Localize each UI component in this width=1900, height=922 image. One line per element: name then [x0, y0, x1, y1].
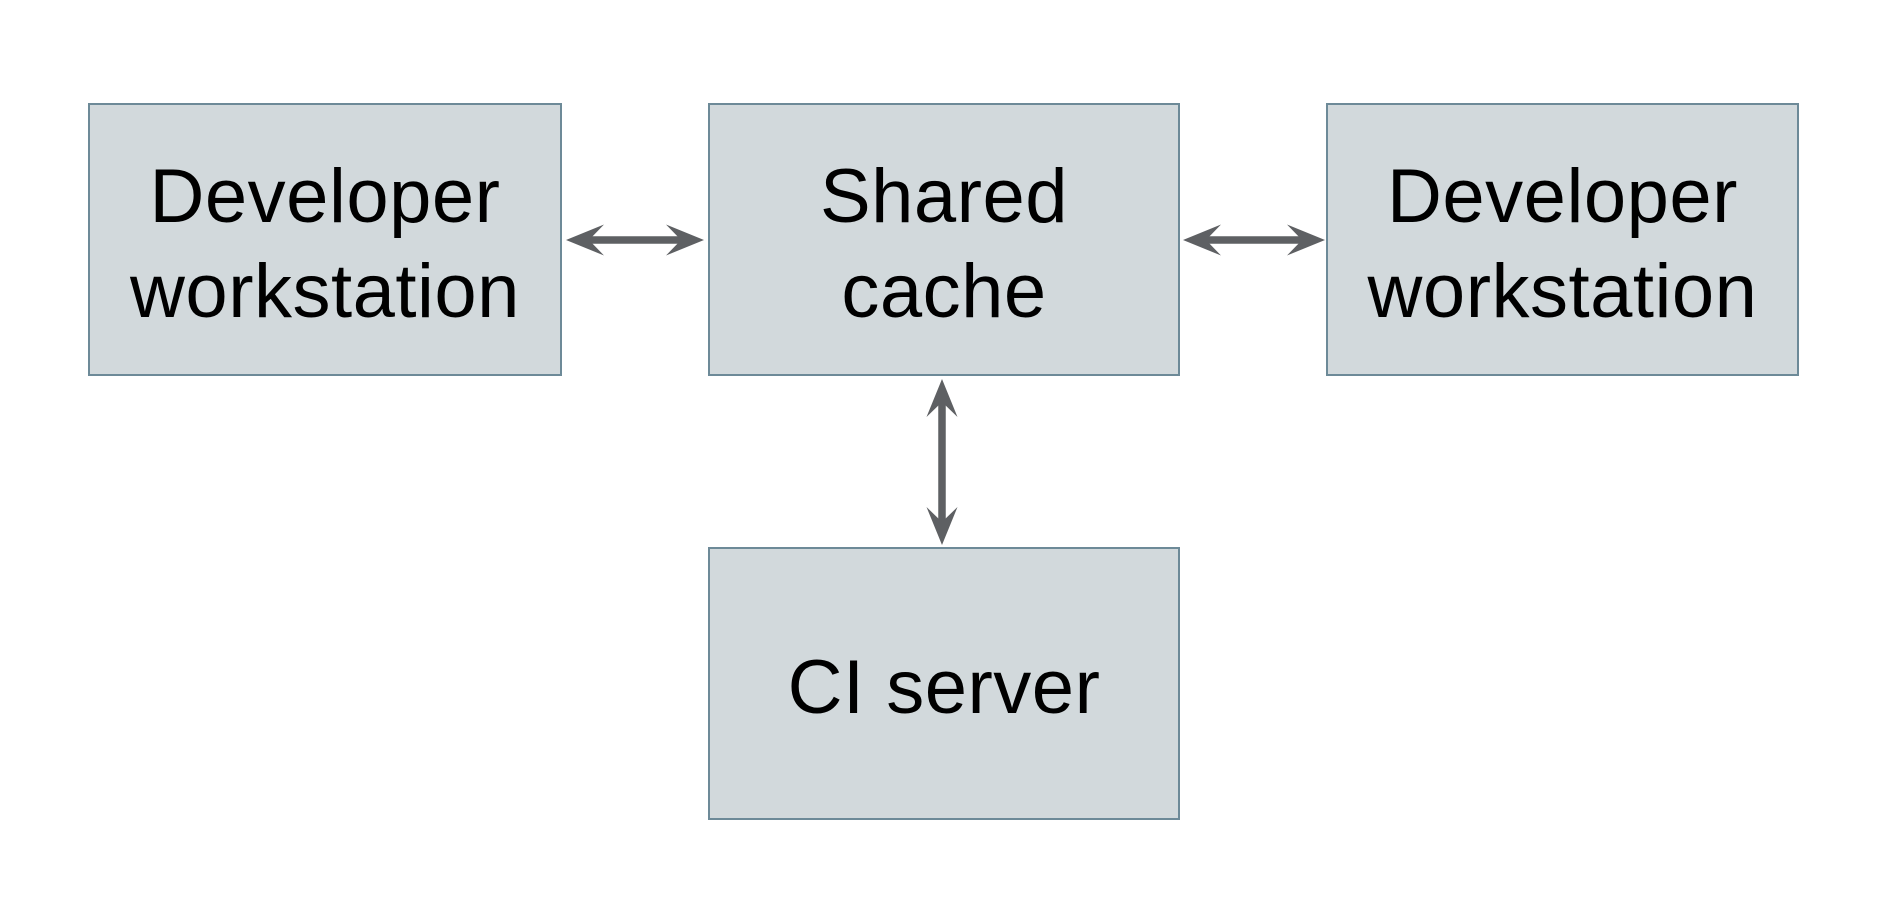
node-shared-cache: Shared cache	[708, 103, 1180, 376]
node-ci-server-label: CI server	[787, 645, 1101, 730]
node-shared-cache-label: Shared cache	[819, 153, 1069, 334]
node-developer-workstation-left-label: Developer workstation	[130, 153, 520, 334]
node-developer-workstation-right-label: Developer workstation	[1367, 153, 1758, 334]
bidirectional-arrow-cache-devright	[1183, 224, 1325, 256]
node-developer-workstation-right: Developer workstation	[1326, 103, 1799, 376]
bidirectional-arrow-devleft-cache	[566, 224, 704, 256]
node-developer-workstation-left: Developer workstation	[88, 103, 562, 376]
node-ci-server: CI server	[708, 547, 1180, 820]
bidirectional-arrow-cache-ciserver	[926, 379, 958, 545]
